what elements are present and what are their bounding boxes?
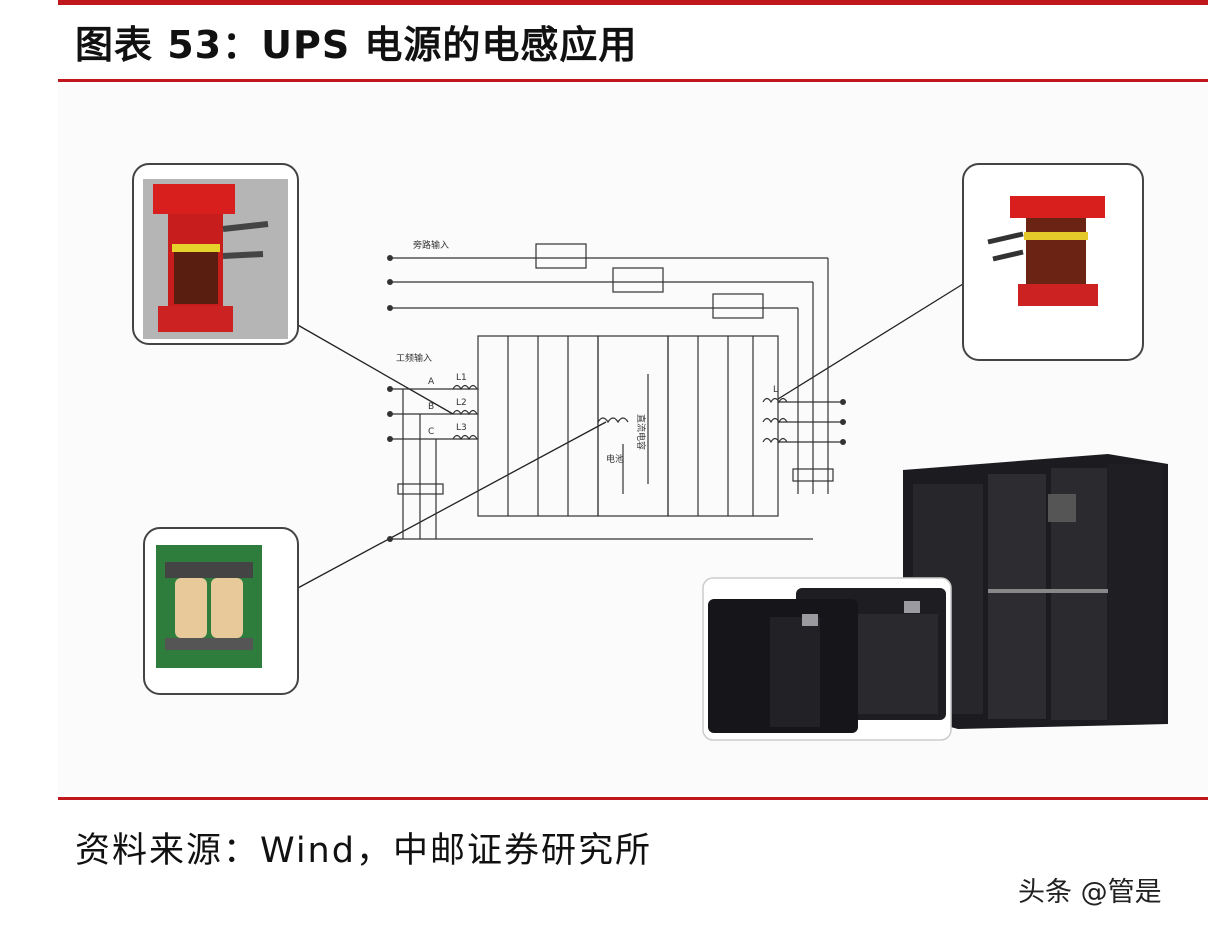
leader-line-3 — [777, 283, 964, 400]
output-inductor-2 — [762, 417, 788, 424]
transformer-photo-bottom-left — [143, 527, 299, 695]
thyristor-pair-1 — [535, 243, 587, 269]
inverter-block — [667, 335, 779, 517]
battery-inductor — [597, 417, 629, 424]
title-rule — [58, 79, 1208, 82]
input-inductor-3 — [452, 434, 478, 441]
page-title: 图表 53：UPS 电源的电感应用 — [75, 23, 638, 67]
leader-line-2 — [295, 421, 607, 590]
thyristor-pair-3 — [712, 293, 764, 319]
label-phase-b: B — [428, 402, 434, 412]
input-capacitor — [397, 483, 444, 495]
label-bypass-input: 旁路输入 — [413, 239, 449, 251]
label-mains-input: 工频输入 — [396, 352, 432, 364]
label-inductor-2: L2 — [456, 398, 467, 408]
top-rule — [58, 0, 1208, 5]
input-inductor-1 — [452, 384, 478, 391]
label-phase-a: A — [428, 377, 435, 387]
label-phase-c: C — [428, 427, 434, 437]
tower-ups-photo — [702, 577, 952, 741]
label-inductor-1: L1 — [456, 373, 467, 383]
inductor-photo-top-right — [962, 163, 1144, 361]
inductor-photo-top-left — [132, 163, 299, 345]
output-inductor-3 — [762, 437, 788, 444]
terminals — [387, 255, 846, 542]
output-capacitor — [792, 468, 834, 482]
watermark: 头条 @管是 — [1018, 877, 1162, 908]
output-inductor-1 — [762, 397, 788, 404]
figure-area: 旁路输入 工频输入 A B C L1 L2 L3 L 电池 直流电容 — [58, 84, 1208, 794]
label-inductor-3: L3 — [456, 423, 467, 433]
source-rule — [58, 797, 1208, 800]
circuit-diagram — [390, 243, 843, 540]
label-output-inductor: L — [773, 385, 778, 395]
ups-diagram: 旁路输入 工频输入 A B C L1 L2 L3 L 电池 直流电容 — [132, 163, 1168, 741]
label-dc-capacitor: 直流电容 — [635, 414, 647, 450]
thyristor-pair-2 — [612, 267, 664, 293]
input-inductor-2 — [452, 409, 478, 416]
source-note: 资料来源：Wind，中邮证券研究所 — [75, 831, 652, 871]
leader-line-1 — [295, 323, 454, 415]
ups-cabinet-photo — [903, 454, 1168, 729]
label-battery: 电池 — [606, 453, 624, 465]
dc-link — [597, 335, 669, 517]
